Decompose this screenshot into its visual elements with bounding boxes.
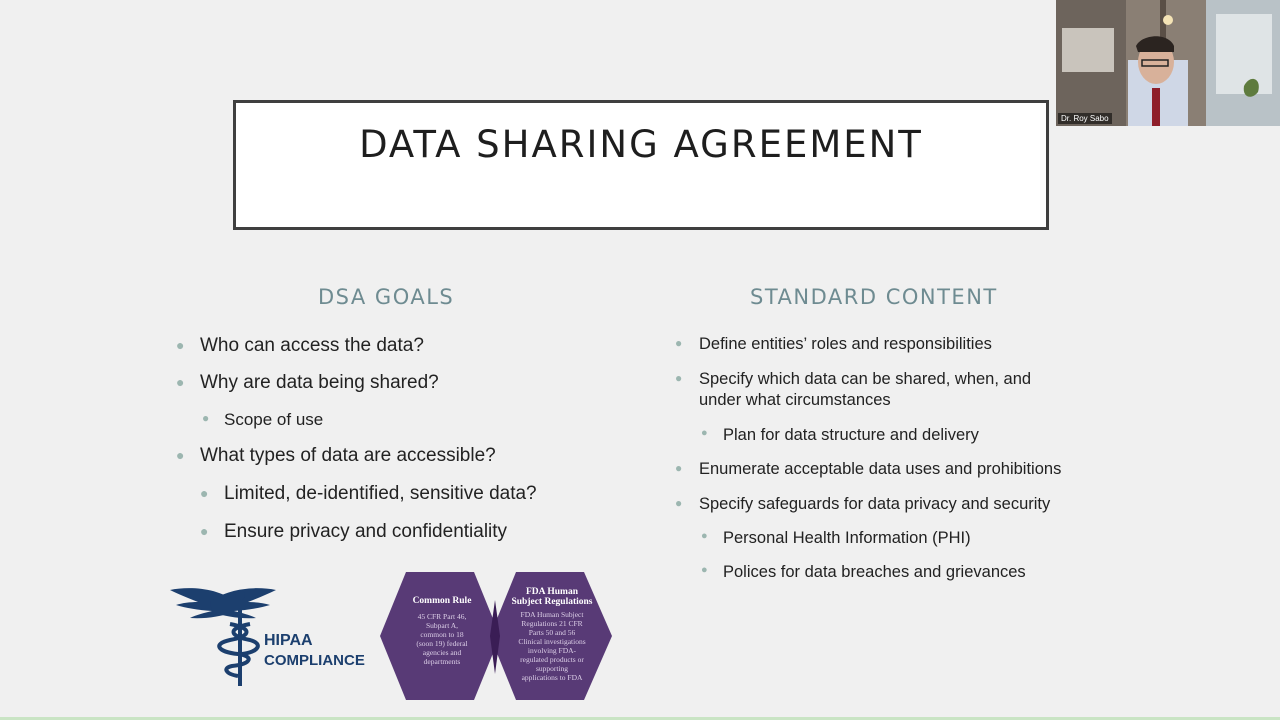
caduceus-icon xyxy=(170,588,276,686)
hipaa-label: HIPAA xyxy=(264,632,313,649)
webcam-thumbnail[interactable]: Dr. Roy Sabo xyxy=(1056,0,1280,126)
list-item: ●What types of data are accessible? xyxy=(176,445,496,466)
list-item: ●Who can access the data? xyxy=(176,335,424,356)
list-item: ●Ensure privacy and confidentiality xyxy=(200,521,508,542)
common-rule-section: Common Rule 45 CFR Part 46, Subpart A, c… xyxy=(412,596,472,666)
list-item: ●Plan for data structure and delivery xyxy=(701,426,979,444)
right-column-heading: STANDARD CONTENT xyxy=(750,285,998,309)
left-column-heading: DSA GOALS xyxy=(318,285,455,309)
list-item: ●Define entities’ roles and responsibili… xyxy=(675,335,992,353)
fda-regulations-section: FDA Human Subject Regulations FDA Human … xyxy=(511,587,593,682)
slide-title: DATA SHARING AGREEMENT xyxy=(359,123,923,166)
list-item: ●Polices for data breaches and grievance… xyxy=(701,563,1026,581)
hipaa-compliance-logo: HIPAA COMPLIANCE xyxy=(168,584,378,688)
webcam-participant-name: Dr. Roy Sabo xyxy=(1058,113,1112,124)
list-item: ●Why are data being shared? xyxy=(176,372,439,393)
regulations-venn-diagram: Common Rule 45 CFR Part 46, Subpart A, c… xyxy=(376,570,616,702)
list-item: ●Specify safeguards for data privacy and… xyxy=(675,495,1051,513)
webcam-video xyxy=(1056,0,1280,126)
list-item: ●Limited, de-identified, sensitive data? xyxy=(200,483,537,504)
compliance-label: COMPLIANCE xyxy=(264,652,365,669)
list-item: ●Personal Health Information (PHI) xyxy=(701,529,971,547)
venn-shapes xyxy=(380,572,612,700)
title-box: DATA SHARING AGREEMENT xyxy=(233,100,1049,230)
list-item-continuation: under what circumstances xyxy=(699,391,891,409)
bottom-border xyxy=(0,717,1280,720)
list-item: ●Scope of use xyxy=(202,410,324,429)
list-item: ●Specify which data can be shared, when,… xyxy=(675,370,1032,388)
list-item: ●Enumerate acceptable data uses and proh… xyxy=(675,460,1062,478)
